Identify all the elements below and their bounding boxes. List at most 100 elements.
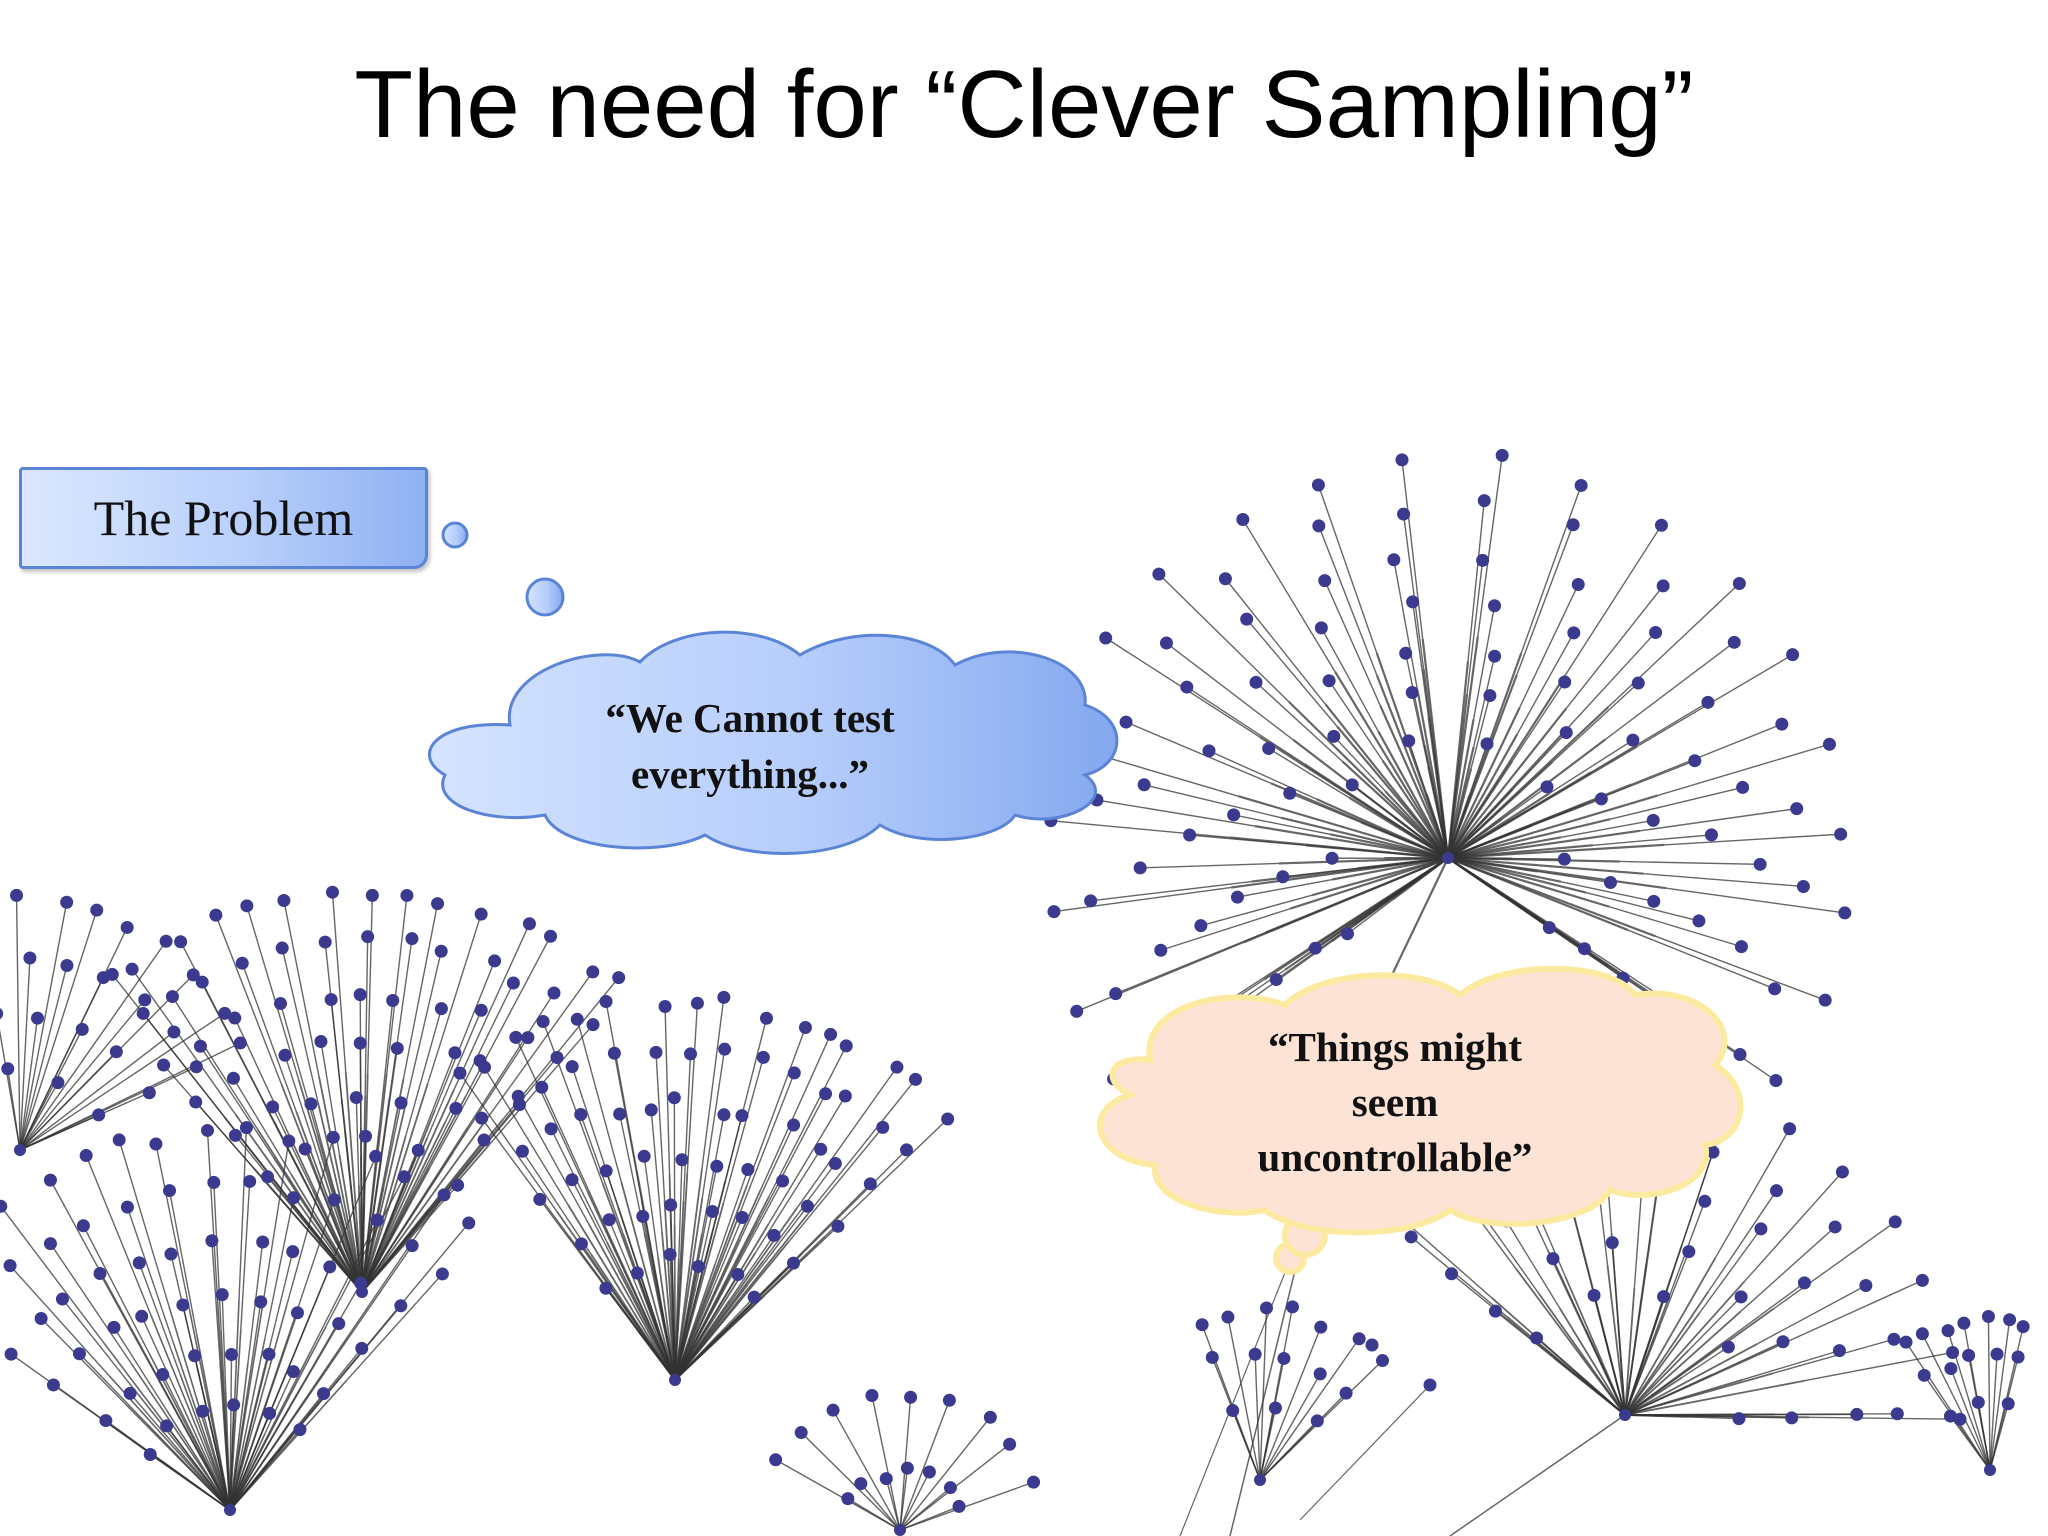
tree-node	[1047, 905, 1061, 919]
tree-node	[705, 1204, 719, 1218]
tree-edge	[132, 1012, 226, 1076]
tree-node	[1399, 646, 1413, 660]
tree-node	[586, 1018, 600, 1032]
tree-node	[1325, 851, 1339, 865]
tree-node	[1734, 1290, 1748, 1304]
tree-node	[451, 1178, 465, 1192]
tree-node	[228, 1011, 242, 1025]
tree-edge	[366, 895, 374, 1074]
tree-edge	[1967, 1413, 1991, 1471]
tree-node	[475, 1111, 489, 1125]
tree-edge	[1115, 931, 1266, 995]
tree-node	[1797, 1276, 1811, 1290]
tree-edge	[1246, 618, 1338, 728]
tree-edge	[586, 1191, 676, 1381]
tree-edge	[1292, 1373, 1321, 1422]
tree-edge	[1805, 1351, 1953, 1382]
tree-node	[841, 1492, 855, 1506]
tree-node	[741, 1163, 755, 1177]
tree-node	[1387, 553, 1401, 567]
tree-node	[411, 1143, 425, 1157]
tree-node	[1733, 1048, 1747, 1062]
tree-edge	[1988, 1385, 1991, 1471]
tree-edge	[768, 1045, 847, 1197]
tree-node	[536, 1015, 550, 1029]
tree-edge	[1561, 881, 1654, 903]
tree-edge	[576, 1019, 622, 1182]
tree-node	[474, 907, 488, 921]
tree-edge	[138, 1262, 181, 1375]
tree-node	[142, 1086, 156, 1100]
tree-edge	[1742, 1349, 1840, 1381]
tree-node	[1406, 595, 1420, 609]
tree-edge	[1200, 894, 1313, 927]
tree-edge	[361, 1095, 467, 1293]
tree-edge	[701, 997, 725, 1170]
tree-edge	[1402, 513, 1425, 669]
tree-node	[1339, 1386, 1353, 1400]
tree-node	[1345, 778, 1359, 792]
tree-edge	[1624, 1308, 1775, 1416]
tree-node	[1180, 680, 1194, 694]
tree-node	[240, 899, 254, 913]
tree-edge	[1447, 733, 1563, 859]
tree-edge	[118, 1139, 170, 1307]
tree-node	[164, 1247, 178, 1261]
tree-node	[1352, 1332, 1366, 1346]
tree-edge	[1292, 1326, 1322, 1397]
tree-edge	[1585, 891, 1700, 922]
tree-edge	[382, 1102, 402, 1189]
tree-edge	[1233, 814, 1331, 835]
tree-edge	[728, 1234, 775, 1301]
tree-node	[636, 1209, 650, 1223]
tree-node	[477, 1133, 491, 1147]
tree-node	[1899, 1335, 1913, 1349]
tree-edge	[1472, 605, 1496, 720]
tree-edge	[1559, 1307, 1626, 1416]
tree-node	[515, 1144, 529, 1158]
tree-edge	[899, 1467, 951, 1531]
tree-node	[900, 1461, 914, 1475]
tree-edge	[899, 1458, 928, 1531]
tree-node	[10, 888, 24, 902]
tree-edge	[1324, 703, 1449, 859]
tree-edge	[1921, 1333, 1954, 1396]
tree-node	[46, 1378, 60, 1392]
tree-node	[453, 1066, 467, 1080]
tree-edge	[1633, 1183, 1643, 1288]
tree-edge	[1096, 799, 1256, 827]
tree-node	[120, 1200, 134, 1214]
tree-node	[544, 1122, 558, 1136]
tree-node	[1276, 870, 1290, 884]
tree-edge	[1255, 681, 1343, 762]
tree-edge	[78, 1353, 148, 1425]
tree-edge	[361, 1073, 388, 1293]
tree-node	[1318, 574, 1332, 588]
tree-node	[565, 1060, 579, 1074]
tree-edge	[388, 938, 413, 1098]
tree-node	[1701, 695, 1715, 709]
tree-node	[747, 1290, 761, 1304]
tree-edge	[402, 903, 439, 1079]
tree-node	[1109, 987, 1123, 1001]
tree-edge	[682, 1053, 692, 1201]
tree-edge	[1477, 455, 1503, 637]
tree-node	[1221, 1310, 1235, 1324]
tree-edge	[608, 1219, 640, 1293]
tree-node	[165, 990, 179, 1004]
tree-edge	[452, 1037, 529, 1153]
tree-edge	[642, 1216, 658, 1291]
tree-edge	[1516, 632, 1575, 735]
tree-node	[1488, 599, 1502, 613]
tree-node	[1285, 1300, 1299, 1314]
tree-node	[1971, 1395, 1985, 1409]
tree-node	[735, 1210, 749, 1224]
tree-edge	[1565, 585, 1664, 709]
tree-node	[794, 1426, 808, 1440]
tree-edge	[1259, 1384, 1279, 1481]
tree-edge	[1606, 1264, 1626, 1416]
tree-node	[349, 1091, 363, 1105]
tree-node	[894, 1524, 906, 1536]
tree-edge	[49, 1243, 132, 1364]
